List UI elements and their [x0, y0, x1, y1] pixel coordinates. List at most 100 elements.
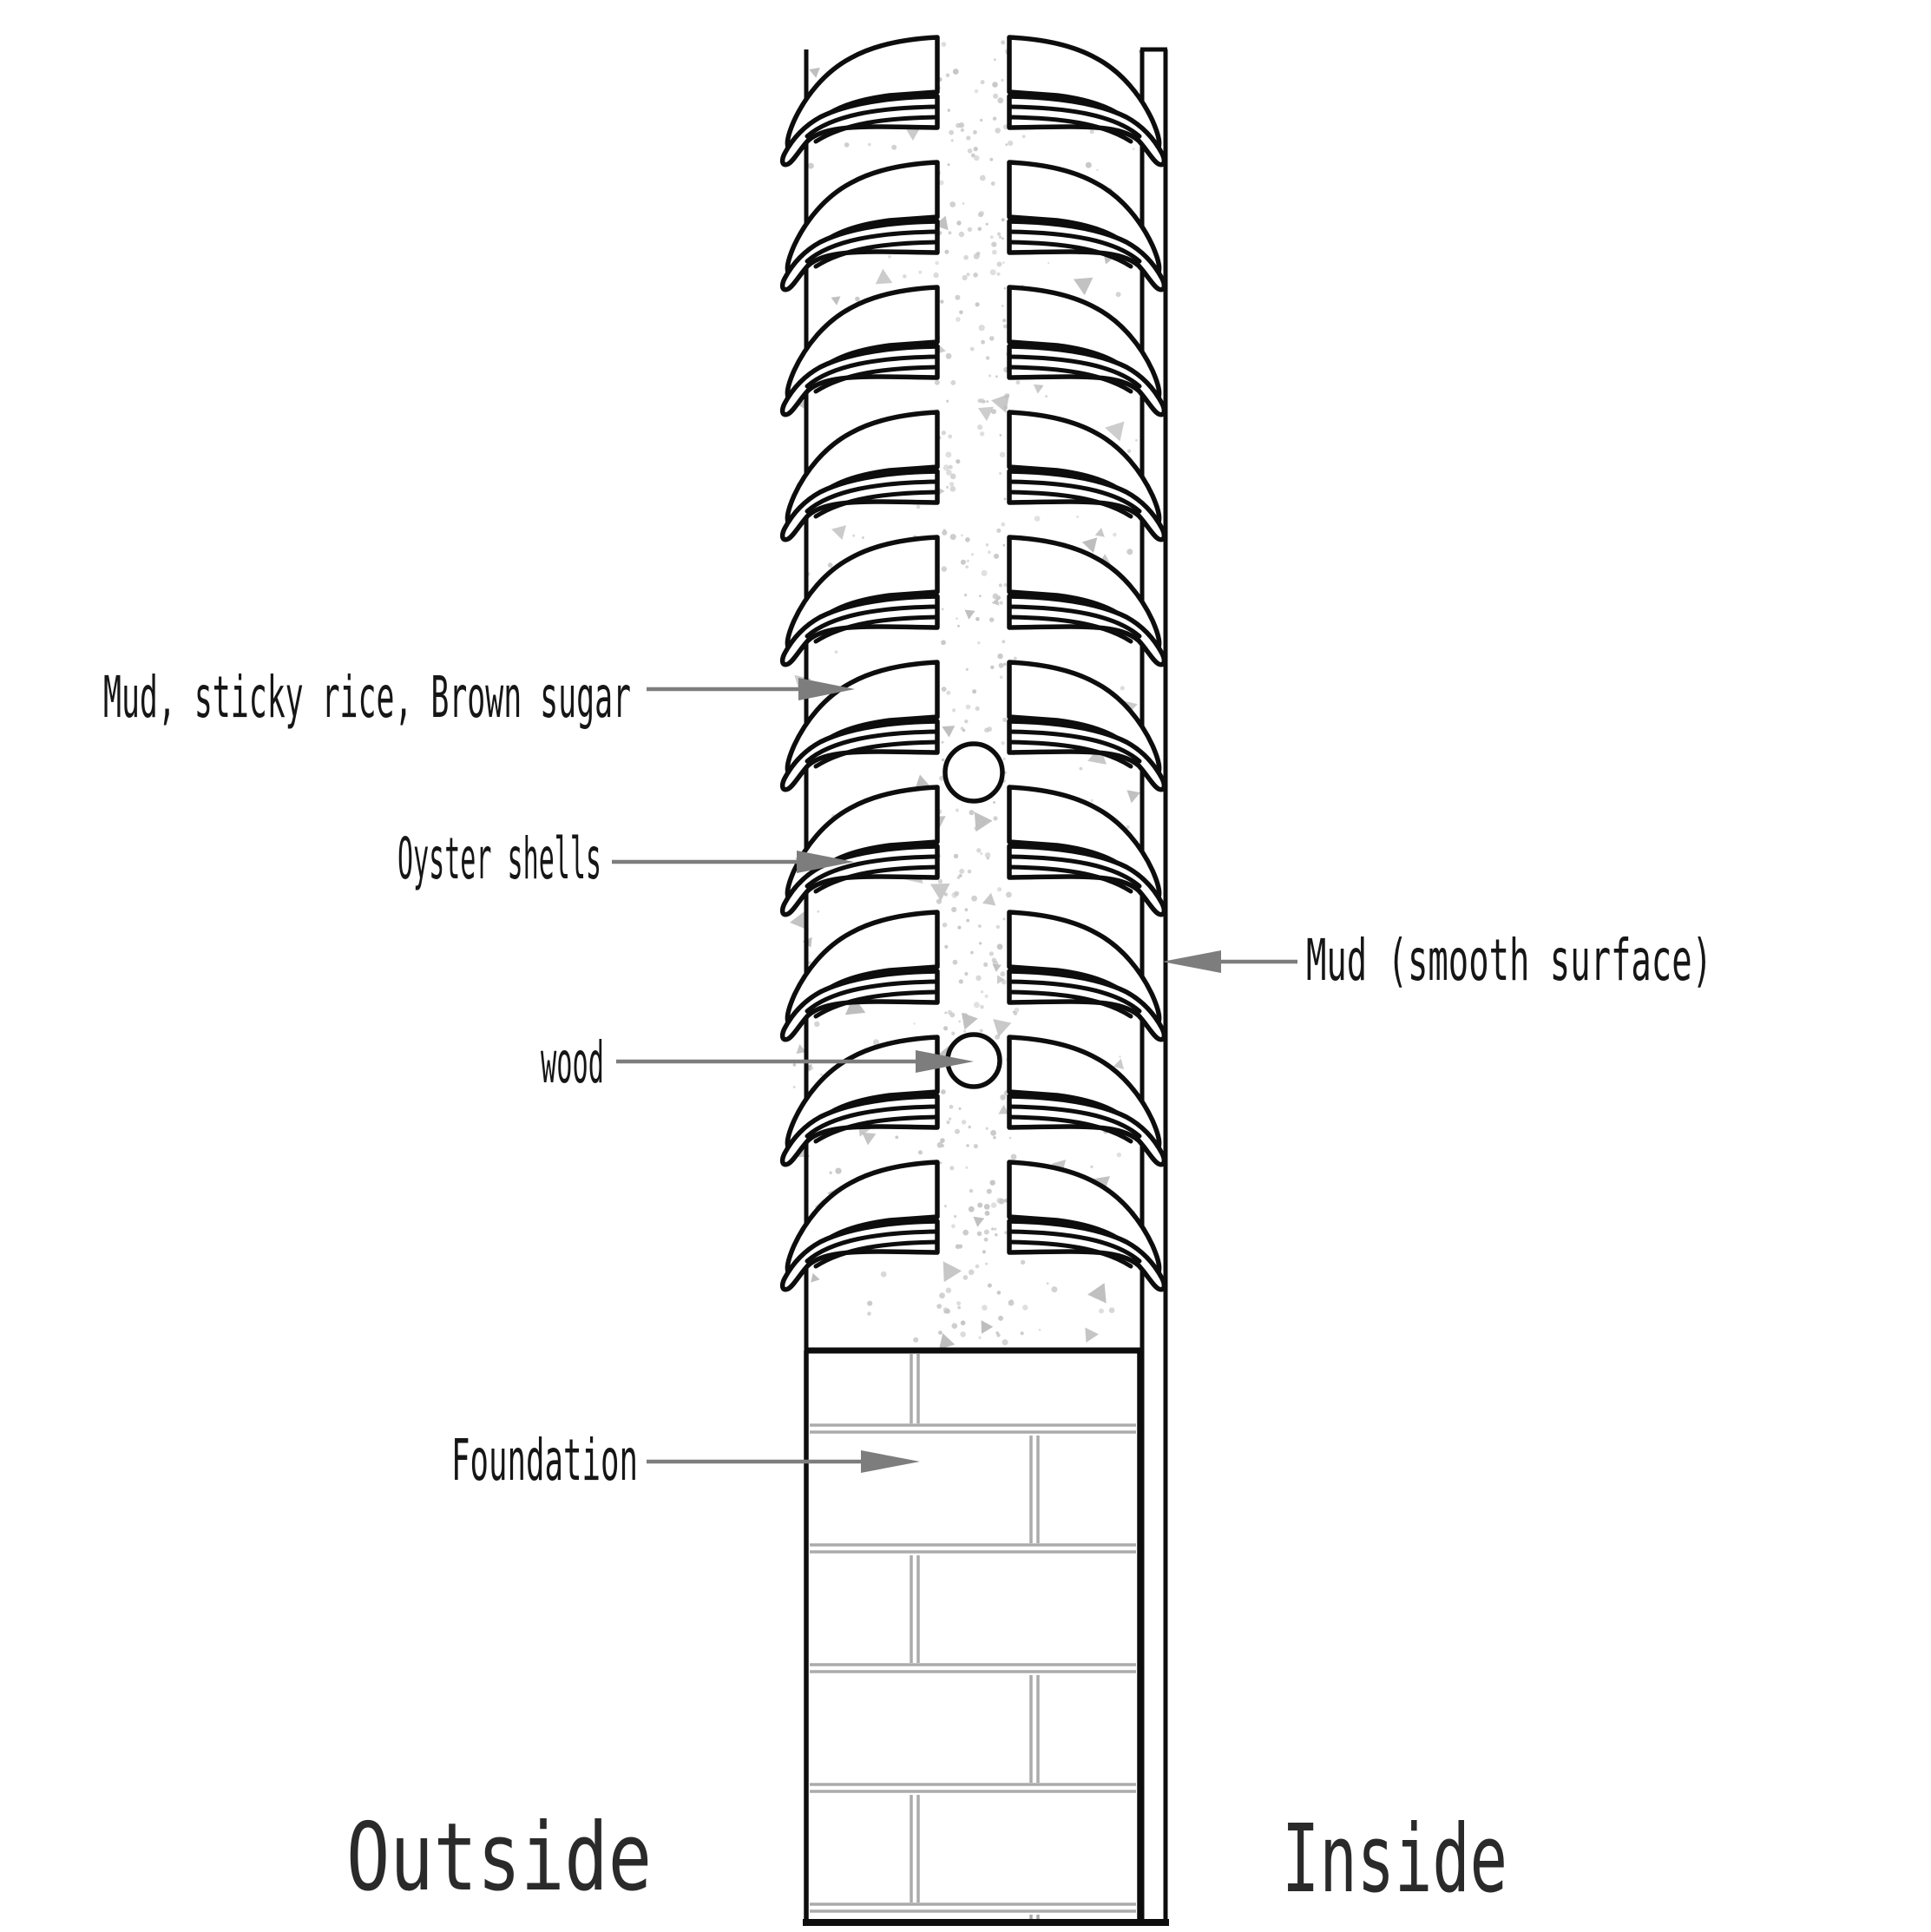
stipple-dot — [979, 174, 986, 181]
stipple-dot — [949, 473, 956, 480]
stipple-dot — [999, 601, 1003, 605]
oyster-shell-ridge — [1007, 365, 1133, 394]
stipple-dot — [1010, 1153, 1017, 1160]
stipple-dot — [1126, 549, 1133, 555]
stipple-triangle — [904, 126, 922, 141]
stipple-dot — [992, 593, 999, 600]
stipple-triangle — [796, 1044, 806, 1055]
stipple-dot — [973, 130, 977, 135]
stipple-dot — [952, 69, 959, 75]
oyster-shell-ridge — [813, 1114, 940, 1144]
stipple-dot — [954, 890, 960, 897]
stipple-dot — [969, 810, 975, 816]
stipple-dot — [966, 273, 970, 277]
stipple-dot — [965, 537, 970, 542]
stipple-dot — [944, 249, 949, 254]
stipple-dot — [983, 1237, 988, 1242]
stipple-dot — [880, 1271, 887, 1278]
stipple-dot — [1085, 161, 1092, 168]
stipple-dot — [937, 878, 943, 884]
oyster-shell-ridge — [1007, 729, 1142, 764]
stipple-dot — [977, 227, 982, 232]
stipple-dot — [1000, 971, 1006, 977]
label-mud-mix: Mud, sticky rice, Brown sugar — [103, 664, 631, 731]
stipple-dot — [946, 485, 949, 490]
stipple-dot — [1008, 1299, 1015, 1306]
foundation-body — [806, 1350, 1140, 1922]
stipple-dot — [973, 273, 978, 278]
stipple-dot — [946, 470, 952, 476]
stipple-dot — [855, 296, 860, 302]
stipple-dot — [1020, 1259, 1026, 1265]
stipple-dot — [963, 593, 968, 597]
oyster-shell-ridge — [805, 354, 940, 389]
stipple-dot — [979, 942, 982, 945]
stipple-dot — [998, 1315, 1003, 1321]
stipple-dot — [968, 1206, 975, 1212]
stipple-dot — [996, 943, 1003, 950]
stipple-dot — [827, 562, 833, 568]
stipple-dot — [996, 232, 1002, 236]
stipple-dot — [972, 689, 977, 694]
stipple-dot — [1001, 218, 1005, 222]
stipple-dot — [935, 260, 939, 266]
stipple-dot — [867, 1300, 873, 1306]
oyster-shell-ridge — [813, 989, 940, 1019]
stipple-dot — [987, 1283, 992, 1288]
stipple-dot — [981, 990, 983, 994]
oyster-shell-ridge — [1007, 1229, 1142, 1264]
stipple-dot — [964, 971, 969, 976]
stipple-dot — [949, 1166, 955, 1171]
stipple-dot — [958, 1107, 962, 1110]
oyster-shell-ridge — [813, 490, 940, 519]
stipple-dot — [976, 848, 982, 853]
stipple-dot — [1002, 917, 1006, 921]
oyster-shell-ridge — [805, 1229, 940, 1264]
stipple-dot — [974, 89, 979, 94]
stipple-dot — [943, 1205, 947, 1208]
stipple-dot — [943, 529, 946, 532]
stipple-dot — [807, 162, 814, 169]
stipple-dot — [941, 640, 946, 646]
stipple-dot — [966, 135, 971, 141]
stipple-dot — [942, 529, 948, 536]
oyster-shell-ridge — [805, 229, 940, 264]
stipple-triangle — [790, 910, 809, 930]
stipple-dot — [997, 653, 1003, 660]
stipple-dot — [975, 975, 982, 982]
stipple-dot — [947, 163, 950, 167]
stipple-dot — [936, 1141, 943, 1148]
stipple-dot — [940, 299, 944, 304]
oyster-shell-ridge — [1007, 229, 1142, 264]
stipple-dot — [1051, 1286, 1058, 1293]
stipple-dot — [986, 400, 988, 403]
stipple-dot — [1008, 140, 1014, 147]
stipple-dot — [966, 918, 970, 923]
stipple-dot — [1004, 1231, 1008, 1234]
stipple-dot — [949, 482, 955, 487]
stipple-dot — [1002, 717, 1008, 722]
stipple-dot — [993, 1135, 996, 1140]
stipple-dot — [963, 254, 969, 260]
stipple-triangle — [1073, 277, 1094, 296]
stipple-dot — [971, 895, 977, 902]
stipple-dot — [1048, 261, 1050, 265]
stipple-dot — [895, 1135, 899, 1140]
stipple-dot — [949, 534, 956, 541]
stipple-dot — [973, 1002, 980, 1009]
stipple-dot — [962, 1275, 969, 1280]
stipple-dot — [943, 1307, 949, 1312]
stipple-triangle — [1033, 384, 1044, 394]
stipple-dot — [960, 726, 964, 731]
stipple-dot — [949, 201, 956, 207]
oyster-shell-ridge — [1007, 604, 1142, 639]
oyster-shell-ridge — [805, 854, 940, 889]
stipple-triangle — [996, 975, 1005, 984]
stipple-dot — [975, 1264, 980, 1269]
oyster-shell-ridge — [1007, 1239, 1133, 1269]
stipple-dot — [888, 254, 891, 259]
stipple-dot — [817, 910, 820, 913]
stipple-triangle — [929, 883, 950, 902]
stipple-dot — [957, 925, 962, 930]
